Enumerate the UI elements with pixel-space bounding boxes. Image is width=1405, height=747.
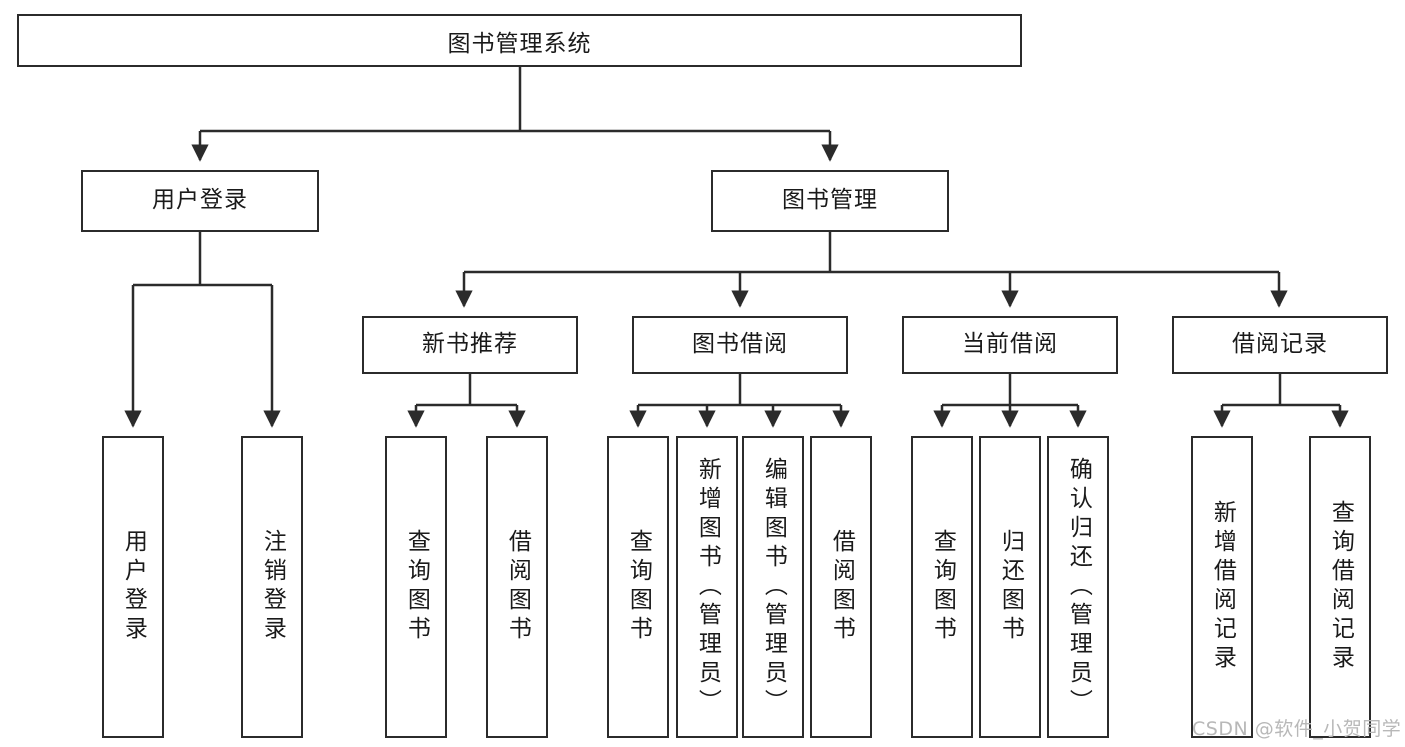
leaf-edit-book[interactable]: 编辑图书（管理员） xyxy=(742,436,804,738)
node-label: 编辑图书（管理员） xyxy=(760,456,787,718)
leaf-borrow-book-2[interactable]: 借阅图书 xyxy=(810,436,872,738)
node-label: 借阅记录 xyxy=(1232,331,1328,358)
node-label: 借阅图书 xyxy=(828,529,855,645)
node-label: 查询图书 xyxy=(625,529,652,645)
node-borrow-record[interactable]: 借阅记录 xyxy=(1172,316,1388,374)
node-label: 当前借阅 xyxy=(962,331,1058,358)
leaf-confirm-return[interactable]: 确认归还（管理员） xyxy=(1047,436,1109,738)
node-label: 新增图书（管理员） xyxy=(694,456,721,718)
node-new-book-recommend[interactable]: 新书推荐 xyxy=(362,316,578,374)
node-label: 图书借阅 xyxy=(692,331,788,358)
node-label: 查询借阅记录 xyxy=(1327,500,1354,674)
node-label: 用户登录 xyxy=(152,187,248,214)
node-label: 查询图书 xyxy=(403,529,430,645)
node-label: 图书管理 xyxy=(782,187,878,214)
leaf-return-book[interactable]: 归还图书 xyxy=(979,436,1041,738)
node-label: 查询图书 xyxy=(929,529,956,645)
node-label: 新书推荐 xyxy=(422,331,518,358)
leaf-query-book-3[interactable]: 查询图书 xyxy=(911,436,973,738)
leaf-query-borrow-record[interactable]: 查询借阅记录 xyxy=(1309,436,1371,738)
leaf-user-login[interactable]: 用户登录 xyxy=(102,436,164,738)
node-label: 用户登录 xyxy=(120,529,147,645)
node-label: 借阅图书 xyxy=(504,529,531,645)
leaf-query-book-2[interactable]: 查询图书 xyxy=(607,436,669,738)
node-label: 注销登录 xyxy=(259,529,286,645)
leaf-query-book-1[interactable]: 查询图书 xyxy=(385,436,447,738)
leaf-borrow-book-1[interactable]: 借阅图书 xyxy=(486,436,548,738)
node-book-management[interactable]: 图书管理 xyxy=(711,170,949,232)
node-label: 新增借阅记录 xyxy=(1209,500,1236,674)
node-label: 图书管理系统 xyxy=(447,30,592,57)
node-label: 归还图书 xyxy=(997,529,1024,645)
node-label: 确认归还（管理员） xyxy=(1065,456,1092,718)
node-user-login[interactable]: 用户登录 xyxy=(81,170,319,232)
node-current-borrow[interactable]: 当前借阅 xyxy=(902,316,1118,374)
leaf-add-book[interactable]: 新增图书（管理员） xyxy=(676,436,738,738)
leaf-logout-login[interactable]: 注销登录 xyxy=(241,436,303,738)
csdn-watermark: CSDN @软件_小贺同学 xyxy=(1192,718,1402,740)
leaf-add-borrow-record[interactable]: 新增借阅记录 xyxy=(1191,436,1253,738)
node-book-management-system[interactable]: 图书管理系统 xyxy=(17,14,1022,67)
node-book-borrow[interactable]: 图书借阅 xyxy=(632,316,848,374)
